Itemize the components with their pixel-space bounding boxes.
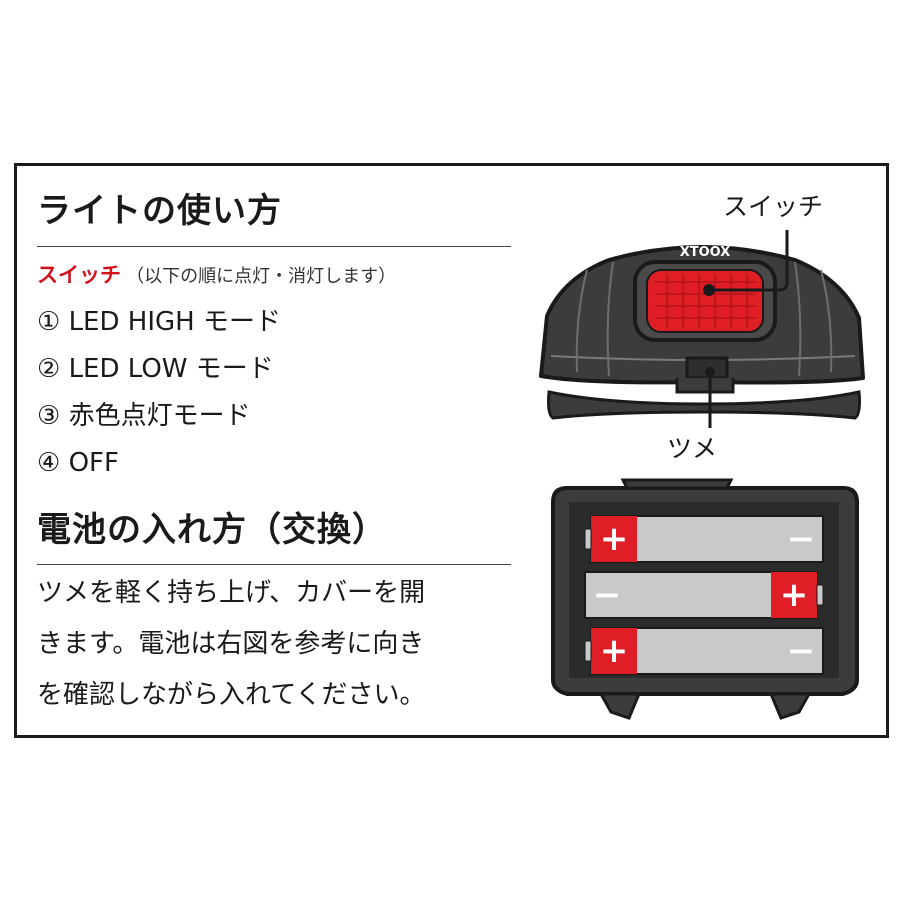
cell-negative-sign: − [787, 519, 816, 559]
switch-label: スイッチ [37, 263, 121, 287]
battery-instructions: ツメを軽く持ち上げ、カバーを開 きます。電池は右図を参考に向き を確認しながら入… [37, 568, 515, 721]
battery-divider [37, 564, 511, 565]
switch-note: （以下の順に点灯・消灯します） [126, 266, 397, 287]
battery-cell: + − [584, 627, 824, 675]
switch-line: スイッチ （以下の順に点灯・消灯します） [37, 259, 396, 289]
cell-negative-sign: − [593, 575, 622, 615]
instruction-card: ライトの使い方 スイッチ （以下の順に点灯・消灯します） ① LED HIGH … [14, 163, 889, 738]
mode-item: ① LED HIGH モード [37, 307, 281, 337]
instructions-column: ライトの使い方 スイッチ （以下の順に点灯・消灯します） ① LED HIGH … [37, 166, 515, 735]
usage-divider [37, 246, 511, 247]
claw-callout: ツメ [667, 434, 718, 463]
mode-list: ① LED HIGH モード ② LED LOW モード ③ 赤色点灯モード ④… [37, 299, 281, 487]
switch-callout: スイッチ [723, 192, 824, 221]
cell-positive-sign: + [600, 631, 629, 671]
mode-item: ③ 赤色点灯モード [37, 401, 251, 431]
battery-cell: + − [584, 515, 824, 563]
cell-positive-sign: + [780, 575, 809, 615]
brand-logo: XTOOX [680, 245, 731, 260]
battery-cell: − + [584, 571, 824, 619]
battery-compartment: + − − + + − [551, 478, 859, 720]
headlamp-front: XTOOX [539, 230, 865, 428]
mode-item: ④ OFF [37, 448, 119, 478]
battery-heading: 電池の入れ方（交換） [37, 510, 387, 550]
instruction-line: ツメを軽く持ち上げ、カバーを開 [37, 578, 426, 608]
usage-heading: ライトの使い方 [37, 191, 282, 231]
headlamp-diagram: XTOOX [539, 230, 865, 720]
mode-item: ② LED LOW モード [37, 354, 274, 384]
diagram-column: XTOOX [527, 166, 882, 735]
cell-positive-sign: + [600, 519, 629, 559]
instruction-line: きます。電池は右図を参考に向き [37, 629, 425, 659]
cell-negative-sign: − [787, 631, 816, 671]
instruction-line: を確認しながら入れてください。 [37, 680, 426, 710]
